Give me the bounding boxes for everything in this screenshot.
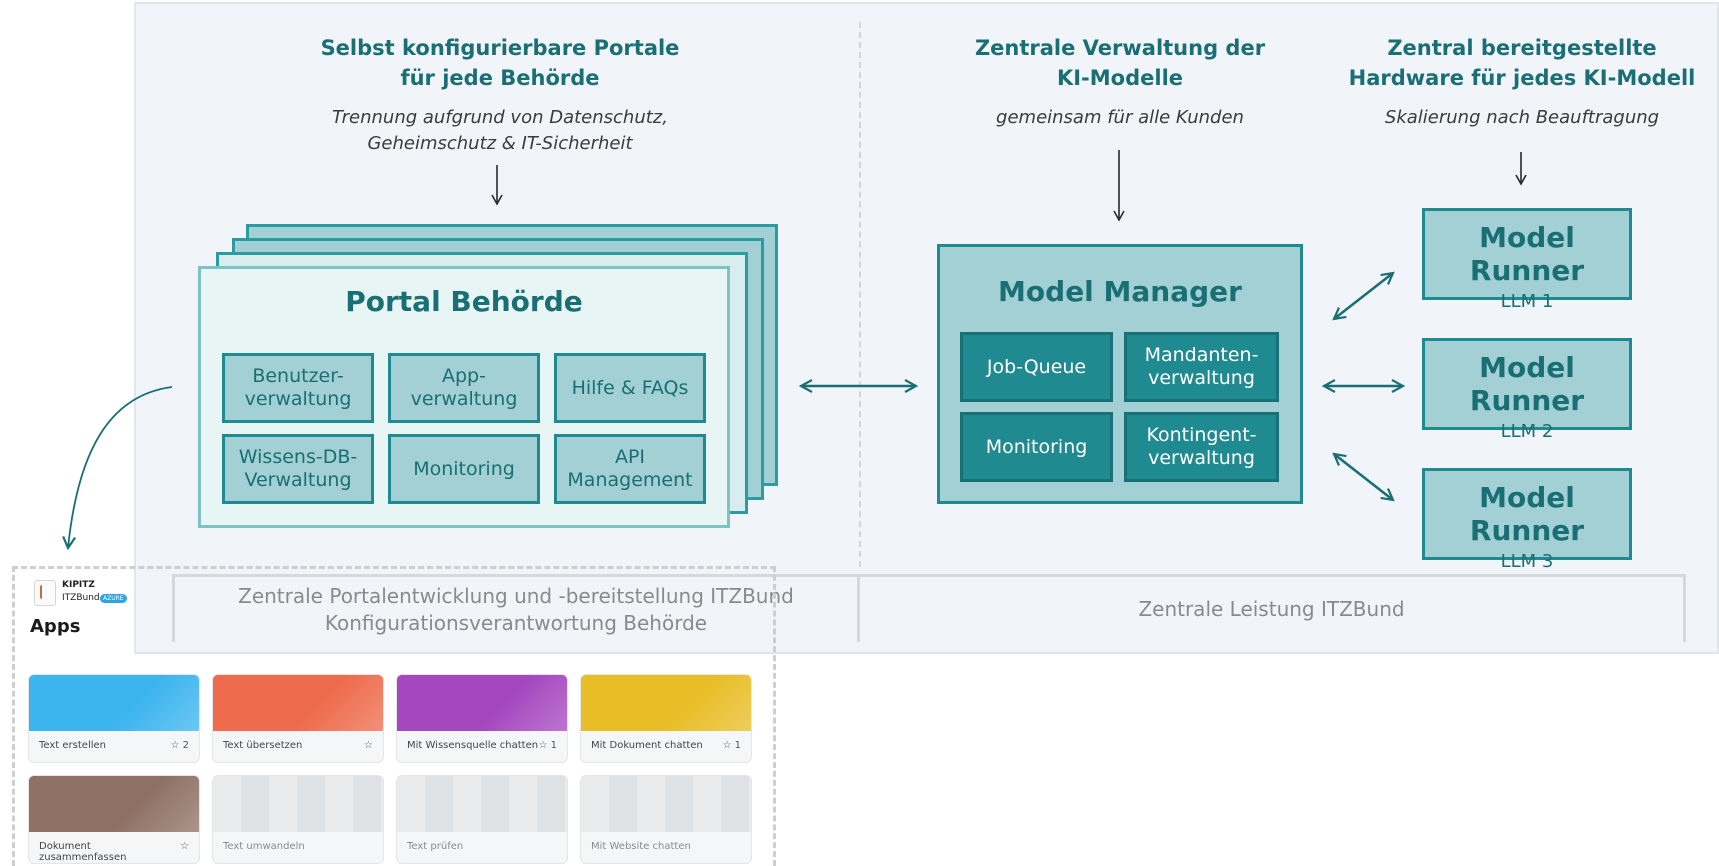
app-tile-label: Mit Wissensquelle chatten xyxy=(407,740,539,751)
model-runner-llm: LLM 3 xyxy=(1500,551,1554,572)
favorite-star-icon[interactable]: ☆ xyxy=(364,740,373,751)
app-tile-label: Dokument zusammenfassen xyxy=(39,841,127,863)
arrow-manager-runner-3 xyxy=(1332,452,1395,502)
app-tile-footer: Text erstellen ☆ 2 xyxy=(29,731,199,751)
portal-box-appverwaltung: App-verwaltung xyxy=(388,353,540,423)
model-runner-3: Model Runner LLM 3 xyxy=(1422,468,1632,572)
azure-badge: AZURE xyxy=(100,594,127,603)
app-tile-footer: Text übersetzen ☆ xyxy=(213,731,383,751)
favorite-count: 1 xyxy=(734,740,741,751)
model-runner-1: Model Runner LLM 1 xyxy=(1422,208,1632,312)
mid-header-subtitle: gemeinsam für alle Kunden xyxy=(996,107,1244,128)
app-tile[interactable]: Text erstellen ☆ 2 xyxy=(29,675,199,762)
app-tile-image xyxy=(581,675,751,731)
portal-box-monitoring: Monitoring xyxy=(388,434,540,504)
favorite-star-icon[interactable]: ☆ 2 xyxy=(170,740,189,751)
app-tile-label: Mit Website chatten xyxy=(591,841,691,852)
app-tile-image xyxy=(213,776,383,832)
portal-box-hilfe-faqs: Hilfe & FAQs xyxy=(554,353,706,423)
model-runner-title: Model Runner xyxy=(1469,481,1585,547)
app-tile-footer: Mit Dokument chatten ☆ 1 xyxy=(581,731,751,751)
mm-box-monitoring: Monitoring xyxy=(960,412,1113,482)
model-runner-title: Model Runner xyxy=(1469,221,1585,287)
model-manager-title: Model Manager xyxy=(998,275,1242,308)
app-tile-image xyxy=(213,675,383,731)
model-runner-title: Model Runner xyxy=(1469,351,1585,417)
apps-heading: Apps xyxy=(30,616,81,637)
app-tile-footer: Text umwandeln xyxy=(213,832,383,852)
portal-box-benutzerverwaltung: Benutzer-verwaltung xyxy=(222,353,374,423)
left-header-subtitle: Trennung aufgrund von Datenschutz,Geheim… xyxy=(332,107,668,154)
apps-header-area: KIPITZ ITZBund AZURE Apps xyxy=(22,576,134,654)
arrow-manager-runner-1 xyxy=(1332,271,1395,321)
favorite-count: 1 xyxy=(550,740,557,751)
mm-box-mandantenverwaltung: Mandanten-verwaltung xyxy=(1124,332,1279,402)
favorite-count: 2 xyxy=(182,740,189,751)
kipitz-logo-icon xyxy=(34,580,56,606)
app-tile-footer: Dokument zusammenfassen ☆ xyxy=(29,832,199,863)
model-runner-llm: LLM 1 xyxy=(1500,291,1554,312)
section-divider xyxy=(859,22,861,567)
mm-box-kontingentverwaltung: Kontingent-verwaltung xyxy=(1124,412,1279,482)
footer-right: Zentrale Leistung ITZBund xyxy=(857,574,1686,642)
apps-screenshot-frame xyxy=(12,566,776,866)
brand-name: KIPITZ xyxy=(62,580,95,590)
app-tile-image xyxy=(29,776,199,832)
arrow-portal-to-apps xyxy=(62,386,173,551)
app-tile-footer: Mit Website chatten xyxy=(581,832,751,852)
app-tile-image xyxy=(397,675,567,731)
app-tile[interactable]: Mit Website chatten xyxy=(581,776,751,863)
favorite-star-icon[interactable]: ☆ xyxy=(180,841,189,852)
app-tile[interactable]: Mit Wissensquelle chatten☆ 1 xyxy=(397,675,567,762)
app-tile[interactable]: Text übersetzen ☆ xyxy=(213,675,383,762)
app-tile[interactable]: Dokument zusammenfassen ☆ xyxy=(29,776,199,863)
portal-title: Portal Behörde xyxy=(345,285,583,318)
app-tile-footer: Text prüfen xyxy=(397,832,567,852)
app-tile-label: Mit Dokument chatten xyxy=(591,740,703,751)
app-tile-footer: Mit Wissensquelle chatten☆ 1 xyxy=(397,731,567,751)
footer-left: Zentrale Portalentwicklung und -bereitst… xyxy=(172,574,860,642)
app-tile[interactable]: Mit Dokument chatten ☆ 1 xyxy=(581,675,751,762)
brand-sub: ITZBund xyxy=(62,593,100,603)
app-tile-label: Text übersetzen xyxy=(223,740,303,751)
mm-box-job-queue: Job-Queue xyxy=(960,332,1113,402)
model-runner-2: Model Runner LLM 2 xyxy=(1422,338,1632,442)
app-tile-image xyxy=(581,776,751,832)
favorite-star-icon[interactable]: ☆ 1 xyxy=(722,740,741,751)
favorite-star-icon[interactable]: ☆ 1 xyxy=(538,740,557,751)
app-tile-label: Text prüfen xyxy=(407,841,464,852)
app-tile-label: Text erstellen xyxy=(39,740,106,751)
app-tile-image xyxy=(397,776,567,832)
portal-box-wissens-db: Wissens-DB-Verwaltung xyxy=(222,434,374,504)
app-tile-image xyxy=(29,675,199,731)
app-tile[interactable]: Text umwandeln xyxy=(213,776,383,863)
app-tile[interactable]: Text prüfen xyxy=(397,776,567,863)
right-header-subtitle: Skalierung nach Beauftragung xyxy=(1384,107,1660,128)
model-runner-llm: LLM 2 xyxy=(1500,421,1554,442)
app-tile-label: Text umwandeln xyxy=(223,841,305,852)
